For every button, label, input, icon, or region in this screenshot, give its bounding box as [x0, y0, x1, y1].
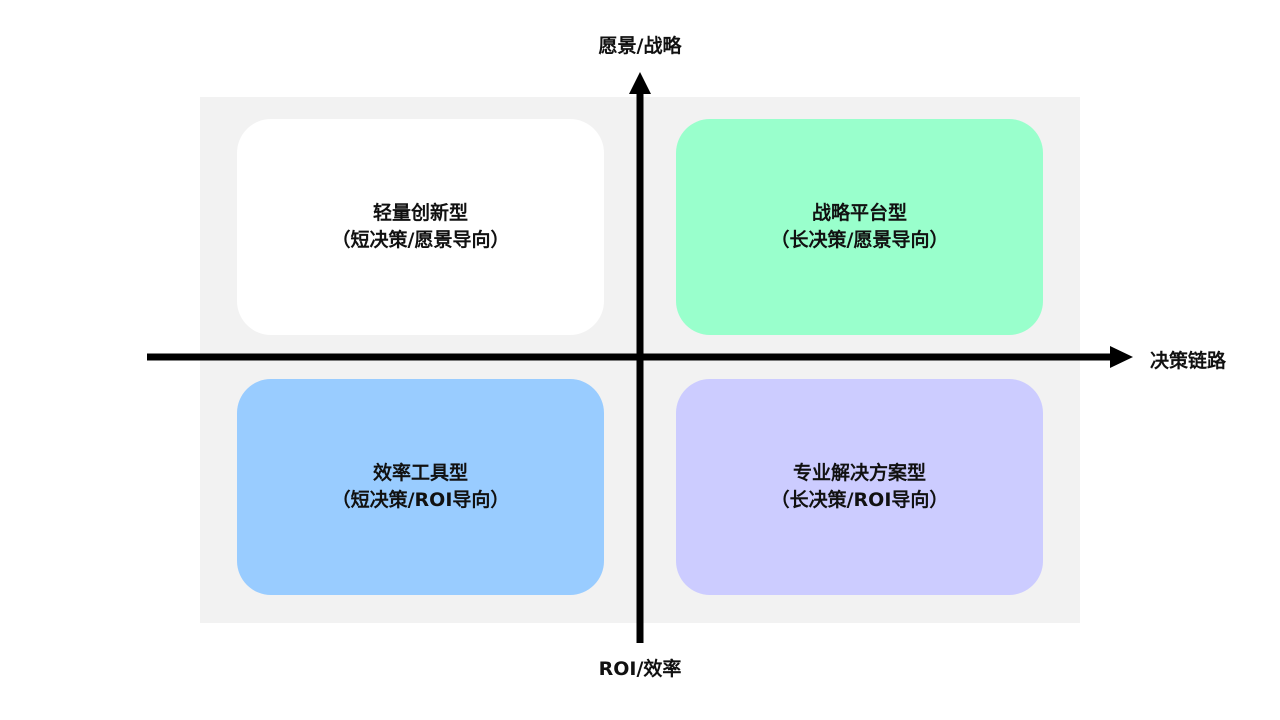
quadrant-title: 战略平台型: [811, 202, 907, 224]
quadrant-light-innovation: 轻量创新型 （短决策/愿景导向）: [237, 119, 604, 335]
x-axis-right-label: 决策链路: [1150, 350, 1227, 372]
quadrant-professional-solution: 专业解决方案型 （长决策/ROI导向）: [676, 379, 1043, 595]
y-axis-top-label: 愿景/战略: [598, 35, 682, 57]
y-axis-bottom-label: ROI/效率: [598, 658, 682, 680]
quadrant-subtitle: （长决策/愿景导向）: [770, 229, 949, 251]
vertical-axis-arrowhead: [629, 72, 651, 94]
quadrant-title: 轻量创新型: [372, 202, 468, 224]
quadrant-strategic-platform: 战略平台型 （长决策/愿景导向）: [676, 119, 1043, 335]
quadrant-title: 效率工具型: [372, 462, 468, 484]
quadrant-subtitle: （短决策/愿景导向）: [331, 229, 510, 251]
quadrant-title: 专业解决方案型: [792, 462, 926, 484]
quadrant-efficiency-tool: 效率工具型 （短决策/ROI导向）: [237, 379, 604, 595]
quadrant-subtitle: （长决策/ROI导向）: [770, 489, 949, 511]
quadrant-subtitle: （短决策/ROI导向）: [331, 489, 510, 511]
horizontal-axis-arrowhead: [1110, 346, 1133, 368]
